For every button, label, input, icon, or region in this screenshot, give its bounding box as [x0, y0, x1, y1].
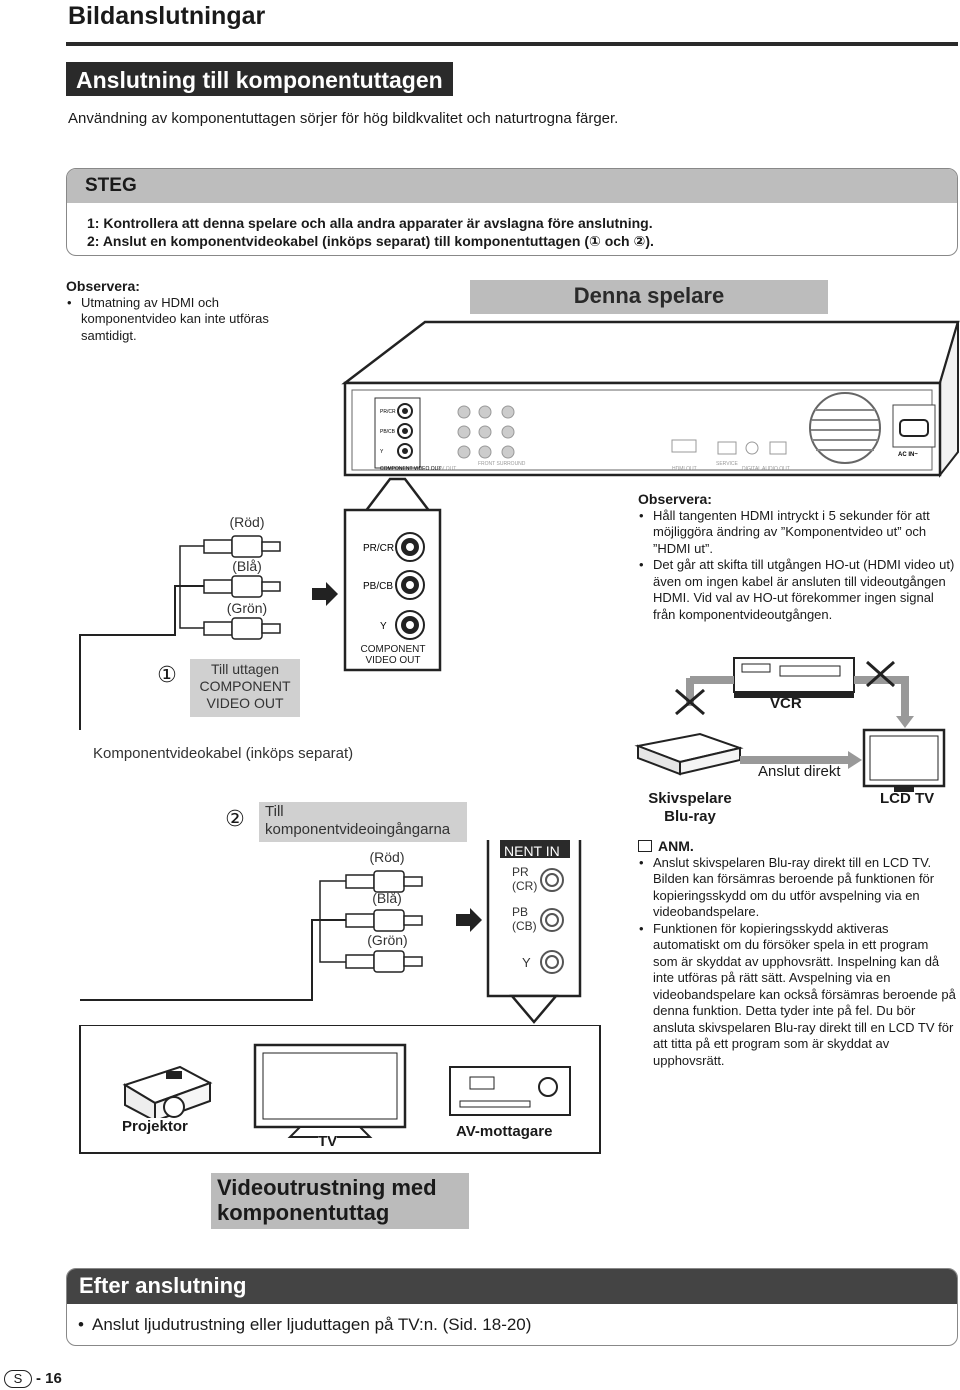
panel-hdmi-out: HDMI OUT — [672, 466, 697, 472]
player-illustration: PR/CR PB/CB Y COMPONENT VIDEO OUT AV OUT… — [341, 320, 960, 478]
page-title: Bildanslutningar — [68, 2, 266, 30]
svg-text:PR/CR: PR/CR — [380, 409, 396, 415]
plug2-green: (Grön) — [367, 932, 408, 948]
panel-av-out: AV OUT — [438, 466, 456, 472]
projector-illustration — [122, 1065, 213, 1123]
svg-text:PB/CB: PB/CB — [380, 429, 396, 435]
title-rule — [66, 42, 958, 46]
jack2-y: Y — [522, 955, 531, 970]
connector2-target: Till komponentvideoingångarna — [259, 802, 467, 842]
note-left-item: Utmatning av HDMI och komponentvideo kan… — [66, 295, 316, 345]
cable-plugs-1 — [79, 535, 281, 730]
direct-label: Anslut direkt — [758, 763, 841, 780]
tv-label: TV — [318, 1133, 338, 1150]
note-left: Observera: Utmatning av HDMI och kompone… — [66, 278, 316, 344]
step-1: 1: Kontrollera att denna spelare och all… — [87, 215, 653, 231]
plug1-red: (Röd) — [229, 514, 265, 530]
steps-header: STEG — [67, 169, 957, 203]
connector2-diagram — [80, 840, 582, 1024]
player-label: Denna spelare — [470, 280, 828, 314]
steps-label: STEG — [85, 175, 137, 196]
section-heading-component: Anslutning till komponentuttagen — [66, 62, 453, 96]
component-in-header: COMPO-NENT IN — [504, 825, 562, 859]
av-receiver-illustration — [449, 1066, 571, 1116]
connector1-target: Till uttagen COMPONENT VIDEO OUT — [190, 659, 300, 717]
svg-text:Y: Y — [380, 449, 384, 455]
cable-plugs-2 — [80, 870, 423, 1001]
note-icon — [638, 840, 652, 852]
vcr-label: VCR — [770, 695, 802, 712]
page-number: - 16 — [36, 1370, 62, 1387]
jack-y: Y — [380, 621, 387, 632]
jack2-pb: PB (CB) — [512, 905, 537, 933]
after-connection-heading: Efter anslutning — [79, 1273, 247, 1298]
note-right-item-2: Det går att skifta till utgången HO-ut (… — [638, 557, 956, 623]
note-left-title: Observera: — [66, 278, 140, 294]
after-connection-box: Efter anslutning Anslut ljudutrustning e… — [66, 1268, 958, 1346]
plug1-blue: (Blå) — [232, 558, 262, 574]
bluray-player-label: Skivspelare Blu-ray — [648, 790, 732, 825]
steps-box: STEG 1: Kontrollera att denna spelare oc… — [66, 168, 958, 256]
anm-item-2: Funktionen för kopieringsskydd aktiveras… — [638, 921, 956, 1070]
panel-service: SERVICE — [716, 461, 739, 467]
plug2-blue: (Blå) — [372, 890, 402, 906]
step-2: 2: Anslut en komponentvideokabel (inköps… — [87, 233, 654, 249]
jack-pr: PR/CR — [363, 543, 394, 554]
projector-label: Projektor — [122, 1118, 188, 1135]
bluray-vcr-diagram — [634, 657, 946, 792]
anm-title: ANM. — [658, 838, 694, 854]
intro-text: Användning av komponentuttagen sörjer fö… — [68, 110, 619, 127]
note-right: Observera: Håll tangenten HDMI intryckt … — [638, 491, 956, 623]
anm-item-1: Anslut skivspelaren Blu-ray direkt till … — [638, 855, 956, 921]
jack1-caption: COMPONENT VIDEO OUT — [360, 644, 426, 666]
plug2-red: (Röd) — [369, 849, 405, 865]
lcd-tv-label: LCD TV — [880, 790, 935, 807]
connection-diagram: PR/CR PB/CB Y COMPONENT VIDEO OUT AV OUT… — [79, 320, 960, 730]
panel-component-out: COMPONENT VIDEO OUT — [380, 466, 441, 472]
tv-illustration — [253, 1043, 407, 1138]
jack2-pr: PR (CR) — [512, 865, 538, 893]
av-receiver-label: AV-mottagare — [456, 1123, 553, 1140]
component-out-jacks: PR/CR PB/CB Y — [343, 508, 442, 672]
jack-pb: PB/CB — [363, 581, 393, 592]
connector1-number: ① — [157, 662, 177, 687]
after-connection-item: Anslut ljudutrustning eller ljuduttagen … — [77, 1315, 531, 1335]
panel-ac-in: AC IN~ — [898, 452, 918, 458]
plug1-green: (Grön) — [226, 600, 268, 616]
device-group-label: Videoutrustning med komponentuttag — [211, 1173, 469, 1229]
panel-digital-audio-out: DIGITAL AUDIO OUT — [742, 466, 790, 472]
cable-label: Komponentvideokabel (inköps separat) — [93, 744, 353, 763]
note-right-item-1: Håll tangenten HDMI intryckt i 5 sekunde… — [638, 508, 956, 558]
devices-illustration — [79, 1025, 601, 1154]
anm-note: ANM. Anslut skivspelaren Blu-ray direkt … — [638, 838, 956, 1069]
note-right-title: Observera: — [638, 491, 712, 507]
connector2-number: ② — [225, 806, 245, 831]
cable-label-text: Komponentvideokabel (inköps separat) — [93, 745, 354, 762]
panel-front-surround: FRONT SURROUND — [478, 461, 526, 467]
region-mark: S — [4, 1370, 32, 1388]
